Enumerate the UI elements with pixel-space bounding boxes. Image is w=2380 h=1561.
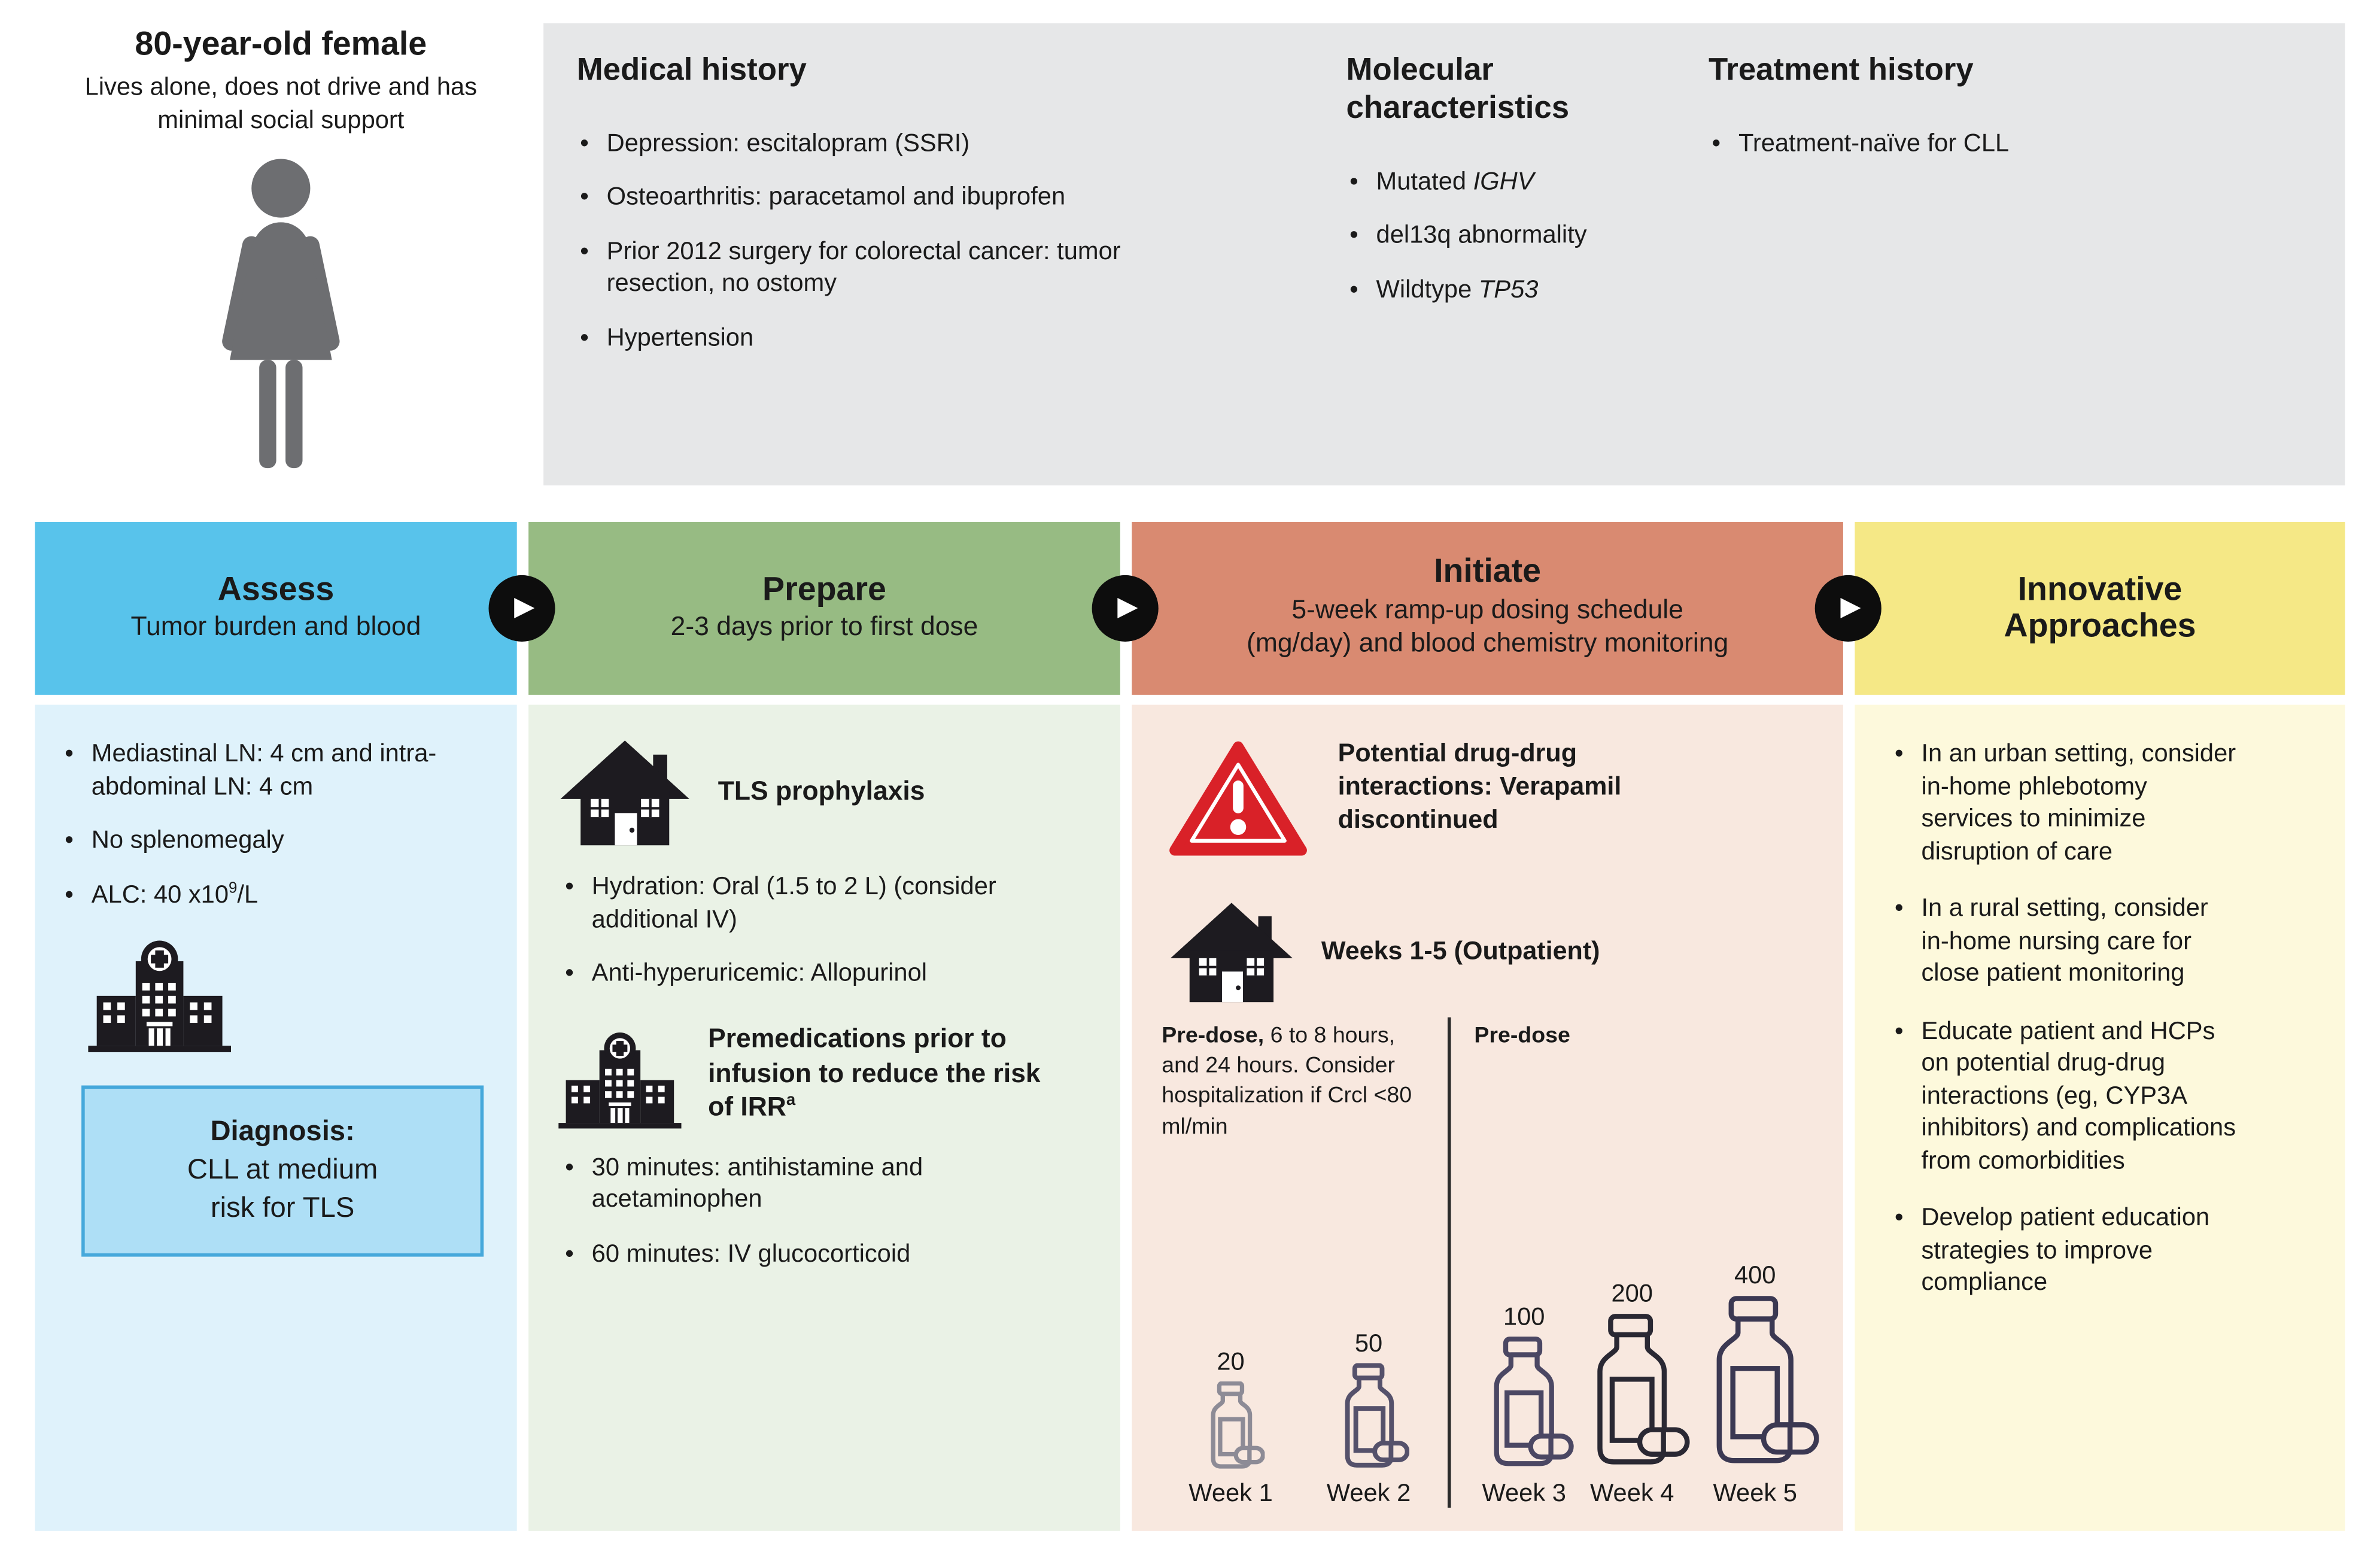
tls-prophylaxis-heading: TLS prophylaxis [558, 738, 1097, 848]
patient-subtitle: Lives alone, does not drive and has mini… [84, 73, 478, 134]
flow-header-initiate: ▶ Initiate 5-week ramp-up dosing schedul… [1092, 522, 1843, 695]
treatment-history-title: Treatment history [1708, 53, 1974, 89]
list-item: •In a rural setting, consider in-home nu… [1895, 894, 2208, 988]
list-item: •del13q abnormality [1349, 221, 1587, 250]
initiate-subtitle: 5-week ramp-up dosing schedule (mg/day) … [1247, 596, 1729, 659]
list-item: •Anti-hyperuricemic: Allopurinol [565, 959, 928, 988]
dose-week-3: 100 Week 3 [1474, 1303, 1574, 1508]
dose-week-1: 20 Week 1 [1189, 1348, 1273, 1508]
warning-triangle-icon [1168, 738, 1308, 861]
flow-header-innovative: ▶ Innovative Approaches [1814, 522, 2345, 695]
dose-week-4: 200 Week 4 [1574, 1280, 1690, 1508]
predose-note-right: Pre-dose [1474, 1022, 1570, 1047]
molecular-title: Molecular characteristics [1346, 53, 1570, 126]
innovative-panel: •In an urban setting, consider in-home p… [1855, 704, 2345, 1531]
list-item: •Treatment-naïve for CLL [1712, 129, 2010, 158]
hospital-icon [558, 1023, 682, 1128]
list-item: •In an urban setting, consider in-home p… [1895, 739, 2236, 865]
patient-profile: 80-year-old female Lives alone, does not… [35, 23, 527, 485]
flow-arrow-icon: ▶ [488, 575, 555, 642]
list-item: •Depression: escitalopram (SSRI) [580, 129, 970, 158]
list-item: •Osteoarthritis: paracetamol and ibuprof… [580, 183, 1066, 212]
list-item: •Mutated IGHV [1349, 167, 1534, 196]
dose-week-2: 50 Week 2 [1326, 1329, 1411, 1508]
flow-header-assess: Assess Tumor burden and blood [35, 522, 517, 695]
list-item: •Educate patient and HCPs on potential d… [1895, 1016, 2236, 1175]
list-item: •Mediastinal LN: 4 cm and intra-abdomina… [65, 739, 437, 801]
diagnosis-label: Diagnosis: [210, 1115, 355, 1147]
medicine-bottle-icon [1574, 1313, 1690, 1473]
medicine-bottle-icon [1197, 1381, 1264, 1473]
house-icon [558, 738, 691, 848]
patient-title: 80-year-old female [135, 26, 427, 63]
diagnosis-text: CLL at medium risk for TLS [187, 1153, 378, 1223]
prepare-panel: TLS prophylaxis •Hydration: Oral (1.5 to… [528, 704, 1120, 1531]
list-item: •Develop patient education strategies to… [1895, 1203, 2210, 1297]
diagnosis-box: Diagnosis: CLL at medium risk for TLS [81, 1085, 484, 1257]
initiate-title: Initiate [1434, 554, 1542, 591]
flow-header-row: Assess Tumor burden and blood ▶ Prepare … [35, 522, 2345, 695]
case-summary-panel: Medical history •Depression: escitalopra… [543, 23, 2345, 485]
medicine-bottle-icon [1474, 1337, 1574, 1473]
list-item: •Hydration: Oral (1.5 to 2 L) (consider … [565, 873, 996, 934]
flow-arrow-icon: ▶ [1092, 575, 1159, 642]
premedications-heading: Premedications prior to infusion to redu… [558, 1023, 1097, 1128]
weeks-heading: Weeks 1-5 (Outpatient) [1168, 901, 1820, 1004]
innovative-title: Innovative Approaches [2004, 571, 2196, 645]
female-figure-icon [188, 150, 374, 482]
flow-body-row: •Mediastinal LN: 4 cm and intra-abdomina… [35, 704, 2345, 1531]
medical-history-title: Medical history [576, 53, 807, 89]
list-item: •30 minutes: antihistamine and acetamino… [565, 1152, 923, 1214]
house-icon [1168, 901, 1294, 1004]
assess-subtitle: Tumor burden and blood [130, 613, 421, 642]
medicine-bottle-icon [1329, 1363, 1408, 1472]
assess-panel: •Mediastinal LN: 4 cm and intra-abdomina… [35, 704, 517, 1531]
dosing-schedule: Pre-dose, 6 to 8 hours, and 24 hours. Co… [1159, 1017, 1820, 1508]
medical-history-section: Medical history •Depression: escitalopra… [577, 50, 1317, 458]
list-item: •60 minutes: IV glucocorticoid [565, 1239, 911, 1268]
prepare-subtitle: 2-3 days prior to first dose [670, 613, 978, 642]
top-row: 80-year-old female Lives alone, does not… [35, 23, 2345, 485]
flow-arrow-icon: ▶ [1814, 575, 1881, 642]
prepare-title: Prepare [762, 571, 886, 608]
dose-week-5: 400 Week 5 [1690, 1262, 1820, 1508]
list-item: •Wildtype TP53 [1349, 275, 1539, 304]
treatment-history-section: Treatment history •Treatment-naïve for C… [1709, 50, 2309, 458]
list-item: •Hypertension [580, 323, 754, 353]
assess-title: Assess [217, 571, 335, 608]
predose-note-left: Pre-dose, 6 to 8 hours, and 24 hours. Co… [1162, 1022, 1412, 1138]
dosing-weeks-1-2: Pre-dose, 6 to 8 hours, and 24 hours. Co… [1159, 1017, 1451, 1508]
drug-interaction-warning: Potential drug-drug interactions: Verapa… [1168, 738, 1820, 861]
initiate-panel: Potential drug-drug interactions: Verapa… [1132, 704, 1843, 1531]
list-item: •No splenomegaly [65, 826, 284, 855]
hospital-icon [88, 931, 231, 1052]
list-item: •Prior 2012 surgery for colorectal cance… [580, 237, 1121, 298]
dosing-weeks-3-5: Pre-dose 100 Week 3 200 Week 4 [1451, 1018, 1820, 1508]
molecular-characteristics-section: Molecular characteristics •Mutated IGHV … [1346, 50, 1679, 458]
medicine-bottle-icon [1690, 1295, 1820, 1472]
list-item: •ALC: 40 x109/L [65, 878, 259, 909]
flow-header-prepare: ▶ Prepare 2-3 days prior to first dose [488, 522, 1120, 695]
